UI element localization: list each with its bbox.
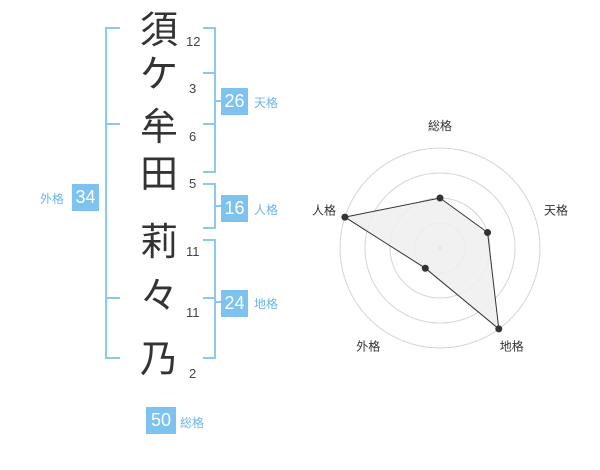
radar-axis-label-3: 地格 bbox=[500, 339, 524, 354]
stroke-count-7: 2 bbox=[189, 366, 197, 381]
chikaku-tick bbox=[203, 297, 216, 299]
radar-point-2 bbox=[484, 229, 492, 237]
gaikaku-tick-1 bbox=[105, 123, 120, 125]
tenkaku-connector bbox=[214, 100, 222, 102]
chikaku-label: 地格 bbox=[254, 297, 279, 311]
radar-ring-3 bbox=[364, 172, 516, 324]
chikaku-bracket bbox=[203, 239, 216, 359]
radar-axis-label-5: 人格 bbox=[312, 202, 336, 217]
name-char-7: 乃 bbox=[139, 337, 178, 381]
jinkaku-connector bbox=[214, 205, 222, 207]
radar-axis-label-4: 外格 bbox=[356, 339, 380, 354]
name-char-1: 須 bbox=[139, 8, 178, 52]
radar-point-1 bbox=[436, 194, 444, 202]
radar-point-3 bbox=[495, 325, 503, 333]
name-char-6: 々 bbox=[139, 274, 178, 318]
radar-axis-label-1: 総格 bbox=[428, 118, 452, 133]
tenkaku-tick-1 bbox=[203, 72, 216, 74]
jinkaku-label: 人格 bbox=[254, 203, 279, 217]
stroke-count-3: 6 bbox=[189, 129, 197, 144]
radar-axis-label-2: 天格 bbox=[544, 202, 568, 217]
tenkaku-label: 天格 bbox=[254, 96, 279, 110]
soukaku-value: 50 bbox=[146, 407, 176, 434]
stroke-count-5: 11 bbox=[186, 244, 200, 259]
tenkaku-tick-2 bbox=[203, 123, 216, 125]
soukaku-label: 総格 bbox=[180, 416, 205, 430]
stroke-count-1: 12 bbox=[186, 34, 201, 49]
gaikaku-value: 34 bbox=[72, 184, 99, 211]
radar-ring-4 bbox=[339, 147, 541, 349]
stroke-count-2: 3 bbox=[189, 81, 197, 96]
chikaku-connector bbox=[214, 301, 222, 303]
gaikaku-label: 外格 bbox=[40, 192, 65, 206]
radar-area bbox=[343, 197, 500, 331]
radar-point-4 bbox=[421, 264, 429, 272]
name-char-2: ケ bbox=[139, 52, 178, 96]
jinkaku-value: 16 bbox=[221, 195, 248, 222]
name-char-4: 田 bbox=[139, 152, 178, 196]
gaikaku-tick-2 bbox=[105, 297, 120, 299]
stroke-count-4: 5 bbox=[189, 176, 197, 191]
chikaku-value: 24 bbox=[221, 290, 248, 317]
name-char-3: 牟 bbox=[139, 105, 178, 149]
tenkaku-value: 26 bbox=[221, 88, 248, 115]
radar-point-5 bbox=[341, 213, 349, 221]
stroke-count-6: 11 bbox=[186, 305, 200, 320]
name-char-5: 莉 bbox=[139, 220, 178, 264]
gaikaku-bracket bbox=[105, 27, 120, 359]
